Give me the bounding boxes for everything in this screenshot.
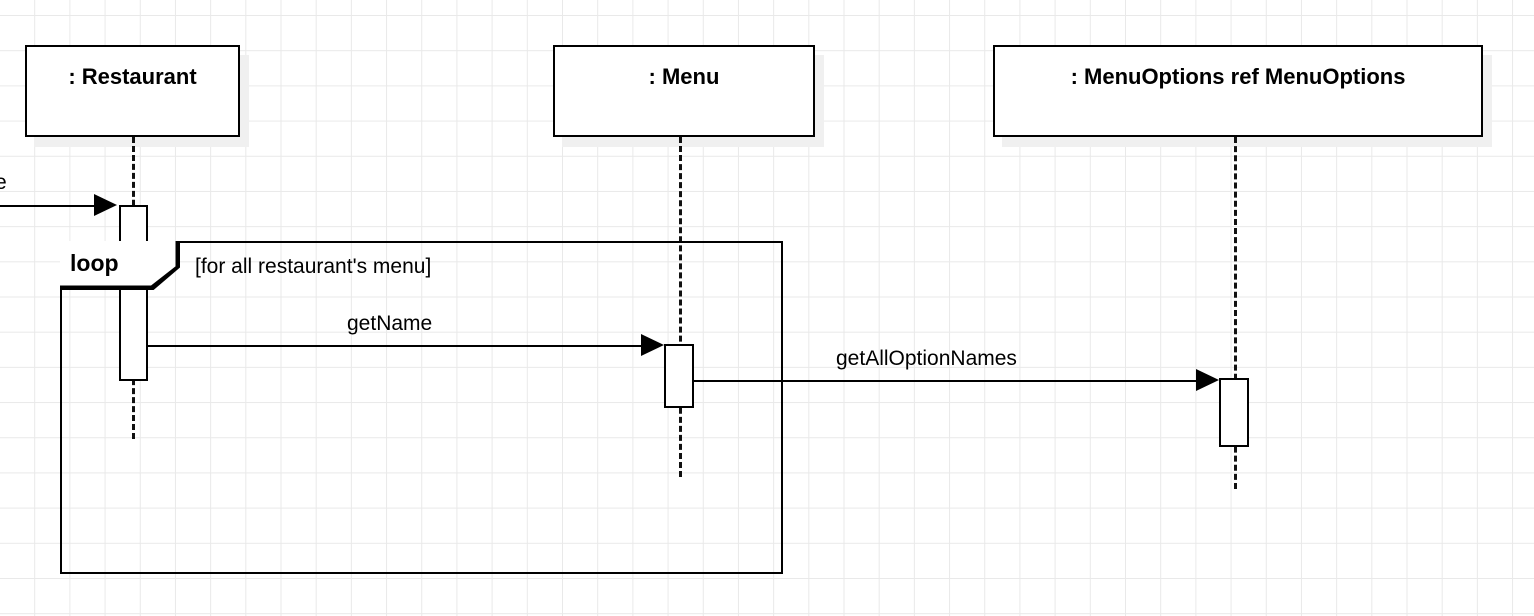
message-line-get-name[interactable] [146, 345, 643, 347]
message-label-incoming: e [0, 171, 7, 194]
message-label-get-all-option-names: getAllOptionNames [836, 347, 1017, 370]
participant-restaurant[interactable]: : Restaurant [25, 45, 240, 137]
fragment-loop-operator: loop [70, 250, 119, 276]
activation-menu[interactable] [664, 344, 694, 408]
fragment-loop-guard: [for all restaurant's menu] [195, 255, 432, 278]
lifeline-menuoptions [1234, 137, 1237, 489]
participant-label-menuoptions: : MenuOptions ref MenuOptions [1070, 64, 1406, 89]
message-line-incoming[interactable] [0, 205, 96, 207]
message-arrowhead-get-all-option-names [1196, 369, 1219, 391]
message-arrowhead-get-name [641, 334, 664, 356]
participant-label-restaurant: : Restaurant [68, 64, 197, 89]
fragment-loop-tab[interactable]: loop [60, 241, 180, 290]
message-line-get-all-option-names[interactable] [692, 380, 1198, 382]
fragment-loop-frame [60, 241, 783, 574]
participant-menu[interactable]: : Menu [553, 45, 815, 137]
message-label-get-name: getName [347, 312, 433, 335]
activation-menuoptions[interactable] [1219, 378, 1249, 447]
participant-label-menu: : Menu [648, 64, 720, 89]
lifeline-menu [679, 137, 682, 477]
participant-menuoptions[interactable]: : MenuOptions ref MenuOptions [993, 45, 1483, 137]
message-arrowhead-incoming [94, 194, 117, 216]
activation-restaurant[interactable] [119, 205, 148, 381]
